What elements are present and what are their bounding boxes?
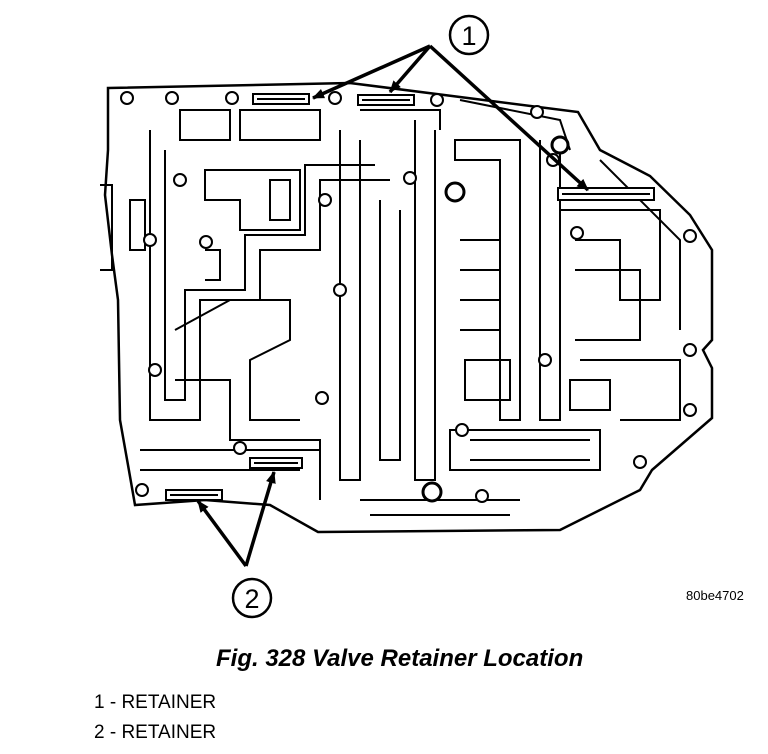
callout-2-arrows — [196, 471, 276, 568]
valve-body-outline — [103, 81, 714, 534]
callout-2-circle — [231, 577, 273, 619]
bolt-holes — [120, 91, 697, 503]
retainers — [165, 93, 655, 501]
callout-1-arrows — [312, 44, 590, 192]
callout-1-number: 1 — [461, 21, 476, 51]
fluid-passages — [129, 99, 681, 516]
figure-caption: Fig. 328 Valve Retainer Location — [216, 645, 584, 672]
callout-2: 2 — [231, 577, 273, 619]
valve-body-diagram: 1 2 — [100, 14, 714, 619]
check-balls — [421, 135, 570, 503]
image-code: 80be4702 — [686, 588, 744, 603]
legend-item-2: 2 - RETAINER — [94, 722, 217, 743]
callout-2-number: 2 — [244, 584, 259, 614]
valve-body-left-ledge — [100, 184, 113, 271]
legend-item-1: 1 - RETAINER — [94, 692, 217, 713]
callout-1-circle — [448, 14, 490, 56]
callout-1: 1 — [448, 14, 490, 56]
